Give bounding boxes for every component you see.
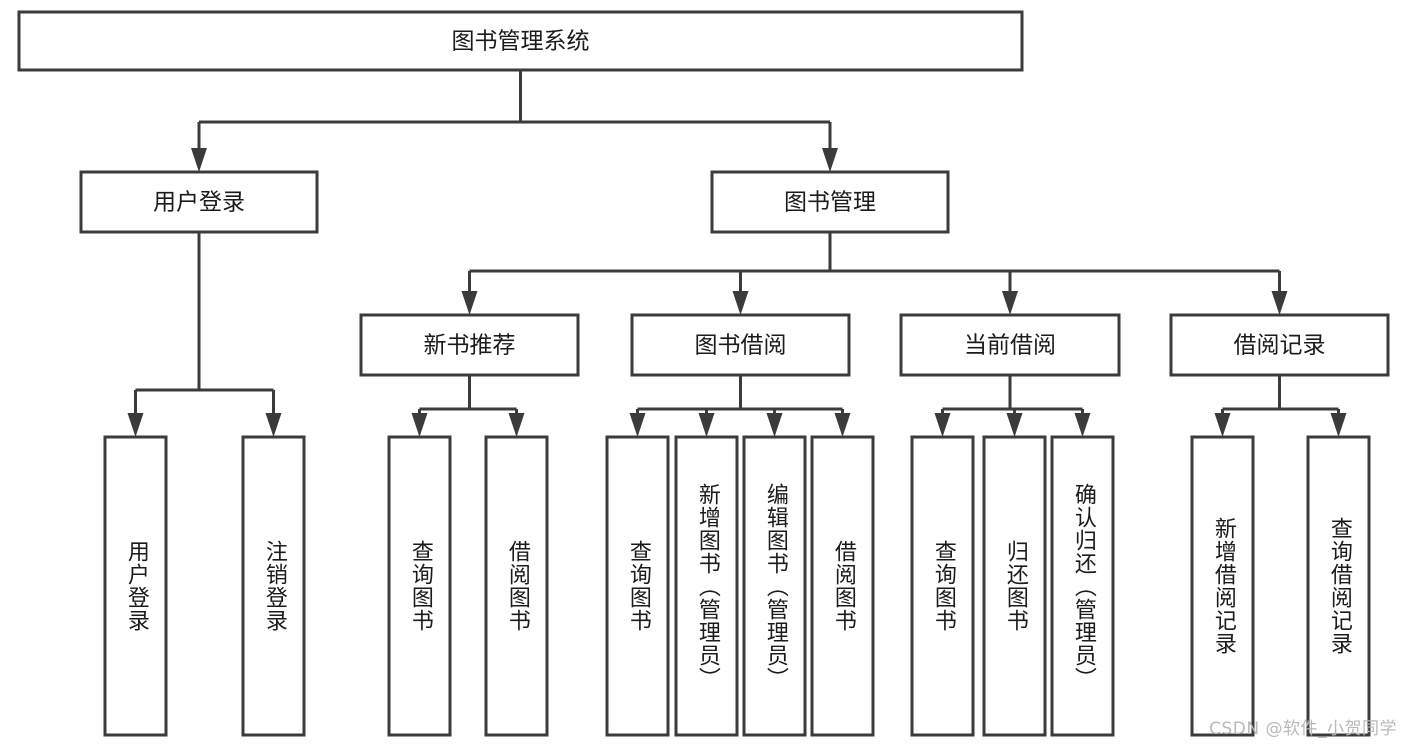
node-label-borrow-record: 借阅记录 [1234, 333, 1326, 359]
arrowhead [822, 148, 838, 172]
arrowhead [265, 413, 282, 437]
arrowhead [461, 291, 478, 315]
leaf-box-leaf-confirm-return[interactable] [1050, 435, 1115, 737]
node-box-user-login[interactable] [79, 170, 319, 234]
leaf-box-leaf-user-logout[interactable] [241, 435, 306, 737]
leaf-box-leaf-borrow-book-2[interactable] [810, 435, 875, 737]
arrowhead [629, 413, 646, 437]
leaf-box-leaf-borrow-book-1[interactable] [484, 435, 549, 737]
arrowhead [1074, 413, 1091, 437]
arrowhead [1330, 413, 1347, 437]
watermark-text: CSDN @软件_小贺同学 [1209, 719, 1397, 739]
leaf-box-leaf-add-book[interactable] [674, 435, 739, 737]
node-label-book-borrow: 图书借阅 [695, 333, 787, 359]
leaf-box-leaf-return-book[interactable] [982, 435, 1047, 737]
node-box-current-borrow[interactable] [899, 313, 1121, 377]
leaf-box-leaf-add-record[interactable] [1190, 435, 1255, 737]
leaf-box-leaf-query-book-2[interactable] [605, 435, 670, 737]
node-box-new-book-recommend[interactable] [359, 313, 580, 377]
node-label-book-manage: 图书管理 [784, 190, 876, 216]
arrowhead [127, 413, 144, 437]
leaf-box-leaf-query-book-3[interactable] [910, 435, 975, 737]
node-box-book-borrow[interactable] [630, 313, 851, 377]
arrowhead [766, 413, 783, 437]
node-label-current-borrow: 当前借阅 [964, 333, 1056, 359]
connectors-layer [127, 70, 1347, 437]
node-label-new-book-recommend: 新书推荐 [424, 333, 516, 359]
leaf-box-leaf-edit-book[interactable] [742, 435, 807, 737]
arrowhead [834, 413, 851, 437]
arrowhead [191, 148, 207, 172]
node-box-book-manage[interactable] [710, 170, 950, 234]
boxes-layer [17, 10, 1390, 737]
node-label-user-login: 用户登录 [153, 190, 245, 216]
arrowhead [1002, 291, 1018, 315]
node-label-root: 图书管理系统 [452, 29, 590, 55]
arrowhead [698, 413, 715, 437]
arrowhead [934, 413, 951, 437]
leaf-box-leaf-query-book-1[interactable] [387, 435, 452, 737]
node-box-borrow-record[interactable] [1169, 313, 1390, 377]
leaf-box-leaf-query-record[interactable] [1306, 435, 1371, 737]
arrowhead [732, 291, 749, 315]
arrowhead [411, 413, 428, 437]
arrowhead [1271, 291, 1288, 315]
arrowhead [1214, 413, 1231, 437]
node-box-root[interactable] [17, 10, 1024, 72]
leaf-box-leaf-user-login[interactable] [103, 435, 168, 737]
arrowhead [508, 413, 525, 437]
arrowhead [1006, 413, 1023, 437]
